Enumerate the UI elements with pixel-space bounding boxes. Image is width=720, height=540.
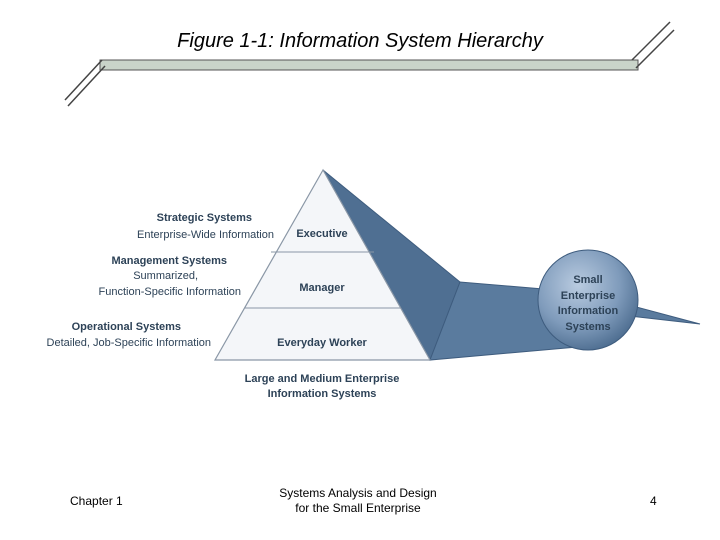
sphere-label-line-4: Systems	[565, 321, 610, 333]
operational-systems-detail: Detailed, Job-Specific Information	[47, 337, 211, 349]
footer-chapter: Chapter 1	[70, 494, 123, 508]
operational-systems-heading: Operational Systems	[72, 321, 181, 333]
management-systems-detail-1: Summarized,	[133, 270, 198, 282]
management-systems-heading: Management Systems	[111, 255, 227, 267]
footer-book-title: Systems Analysis and Design for the Smal…	[258, 486, 458, 516]
title-decoration	[64, 21, 675, 107]
slide-title: Figure 1-1: Information System Hierarchy	[177, 30, 543, 52]
base-caption-line-2: Information Systems	[268, 388, 377, 400]
footer-book-title-line-1: Systems Analysis and Design	[279, 486, 437, 500]
management-systems-detail-2: Function-Specific Information	[99, 286, 241, 298]
base-caption-line-1: Large and Medium Enterprise	[245, 373, 400, 385]
sphere-label-line-1: Small	[573, 274, 602, 286]
deco-slash-right-1	[631, 21, 671, 61]
pyramid-outline	[213, 168, 432, 361]
tier-label-everyday-worker: Everyday Worker	[277, 337, 367, 349]
strategic-systems-heading: Strategic Systems	[157, 212, 252, 224]
sphere-label-line-3: Information	[558, 305, 619, 317]
footer-book-title-line-2: for the Small Enterprise	[295, 501, 421, 515]
strategic-systems-detail: Enterprise-Wide Information	[137, 229, 274, 241]
small-enterprise-sphere	[537, 249, 639, 351]
tier-label-manager: Manager	[299, 282, 345, 294]
tier-label-executive: Executive	[296, 228, 347, 240]
deco-slash-left-1	[64, 59, 103, 101]
sphere-label-line-2: Enterprise	[561, 290, 615, 302]
deco-slash-left-2	[67, 65, 106, 107]
deco-slash-right-2	[635, 29, 675, 69]
footer-page-number: 4	[650, 494, 657, 508]
